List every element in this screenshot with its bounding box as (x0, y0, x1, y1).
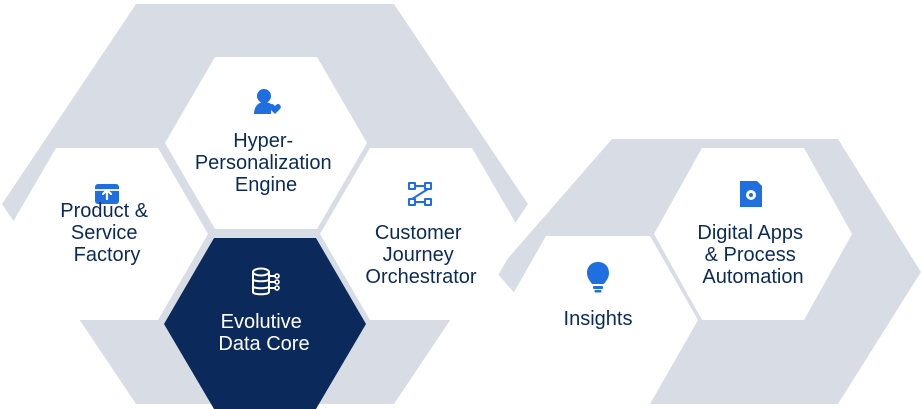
svg-text:Evolutive Data Core: Evolutive Data Core (218, 311, 309, 355)
cell-insights-hexagon (498, 236, 698, 404)
lightbulb-icon (587, 262, 609, 293)
cell-digital-apps-process-automation-hexagon (654, 148, 852, 320)
cell-product-service-factory-hexagon (6, 148, 208, 320)
cell-product-service-factory-label-line-3: Factory (74, 244, 141, 266)
svg-text:Customer Journey: Customer Journey Orchestrator (365, 222, 476, 288)
cell-hyper-personalization-engine-hexagon (165, 57, 367, 229)
cell-hyper-personalization-engine-label-line-3: Engine (235, 174, 297, 196)
cell-hyper-personalization-engine[interactable]: Hyper- Personalization Engine (165, 57, 367, 229)
cell-evolutive-data-core-hexagon (164, 238, 366, 409)
cell-digital-apps-process-automation-label-line-3: Automation (702, 266, 803, 288)
cell-evolutive-data-core-label-line-2: Data Core (218, 333, 309, 355)
document-gear-icon (740, 181, 762, 207)
cell-digital-apps-process-automation[interactable]: Digital Apps & Process Automation (654, 148, 852, 320)
user-heart-icon (254, 89, 281, 114)
svg-text:Insights: Insights (564, 308, 633, 330)
workflow-nodes-icon (408, 182, 432, 206)
cell-hyper-personalization-engine-label-line-2: Personalization (195, 152, 332, 174)
cell-insights[interactable]: Insights (498, 236, 698, 404)
cell-digital-apps-process-automation-label-line-1: Digital Apps (697, 222, 803, 244)
cell-insights-label-line-1: Insights (564, 308, 633, 330)
database-network-icon (252, 267, 280, 296)
cells-layer: Product & Service Factory Hyper- Persona… (6, 57, 852, 409)
cell-product-service-factory[interactable]: Product & Service Factory (6, 148, 208, 320)
cell-evolutive-data-core[interactable]: Evolutive Data Core (164, 238, 366, 409)
box-upload-icon (94, 184, 120, 204)
cell-product-service-factory-label-line-2: Service (71, 222, 138, 244)
cell-evolutive-data-core-label-line-1: Evolutive (221, 311, 302, 333)
cell-customer-journey-orchestrator[interactable]: Customer Journey Orchestrator (320, 148, 522, 320)
cell-hyper-personalization-engine-label-line-1: Hyper- (233, 130, 293, 152)
cell-customer-journey-orchestrator-label-line-3: Orchestrator (365, 266, 476, 288)
cell-product-service-factory-label-line-1: Product & (60, 200, 148, 222)
cell-customer-journey-orchestrator-hexagon (320, 148, 522, 320)
cell-digital-apps-process-automation-label-line-2: & Process (705, 244, 796, 266)
svg-text:Product & Service: Product & Service Factory (60, 200, 153, 266)
cell-customer-journey-orchestrator-label-line-1: Customer (375, 222, 462, 244)
svg-text:Digital Apps & Process: Digital Apps & Process Automation (697, 222, 808, 288)
cell-customer-journey-orchestrator-label-line-2: Journey (383, 244, 454, 266)
svg-text:Hyper- Personalization: Hyper- Personalization Engine (195, 130, 337, 196)
